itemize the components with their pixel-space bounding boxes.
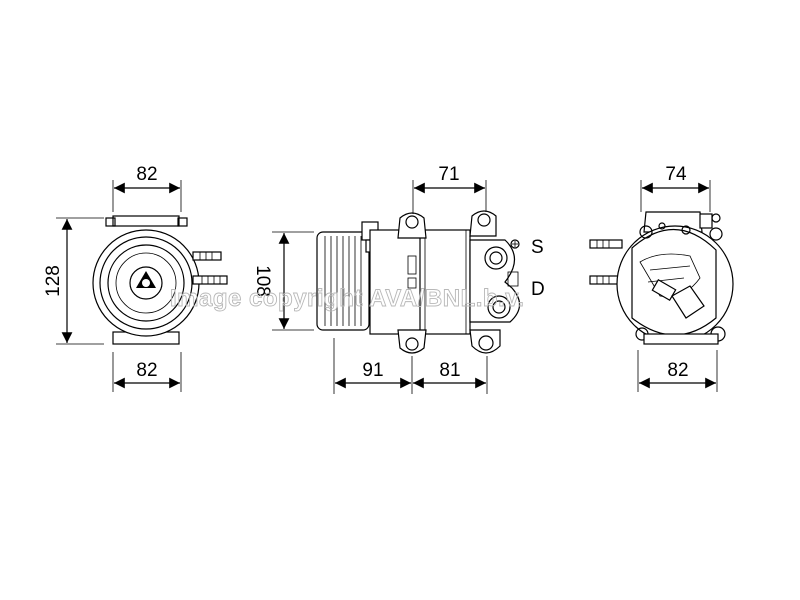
- front-top-flange: [112, 215, 180, 227]
- port-label-s: S: [531, 237, 544, 258]
- front-pulley: [107, 244, 185, 322]
- suction-port: [484, 246, 508, 270]
- side-bottom-right-dim-label: 81: [439, 360, 460, 381]
- rear-view: 74 82: [589, 164, 734, 392]
- rear-bottom-dim-label: 82: [667, 360, 688, 381]
- front-fittings: [192, 251, 228, 285]
- front-height-dimension: 128: [43, 217, 104, 345]
- side-pulley: [316, 231, 370, 331]
- watermark-text: Image copyright AVA/BNL.b.v.: [170, 285, 524, 312]
- front-top-dim-label: 82: [136, 164, 157, 185]
- rear-bottom-bracket: [643, 333, 719, 345]
- rear-top-dimension: 74: [640, 164, 711, 212]
- front-bottom-dim-label: 82: [136, 360, 157, 381]
- side-view: S D 71 108 91 81: [252, 164, 545, 394]
- side-bottom-dimension: 91 81: [333, 338, 488, 394]
- front-view: 82 82 128: [43, 164, 228, 392]
- rear-valve-block: [671, 285, 705, 319]
- rear-bottom-dimension: 82: [637, 350, 718, 392]
- side-top-dimension: 71: [412, 164, 487, 214]
- front-hub: [129, 266, 163, 300]
- front-bottom-dimension: 82: [112, 352, 182, 392]
- discharge-port: [487, 295, 511, 319]
- side-mounting-ears: [397, 210, 501, 354]
- front-top-dimension: 82: [112, 164, 182, 212]
- side-height-dim-label: 108: [252, 265, 273, 297]
- port-label-d: D: [531, 279, 545, 300]
- side-bottom-left-dim-label: 91: [362, 360, 383, 381]
- side-height-dimension: 108: [252, 231, 314, 331]
- side-top-dim-label: 71: [438, 164, 459, 185]
- rear-top-dim-label: 74: [665, 164, 687, 185]
- rear-fittings: [589, 239, 623, 285]
- front-height-dim-label: 128: [43, 265, 64, 297]
